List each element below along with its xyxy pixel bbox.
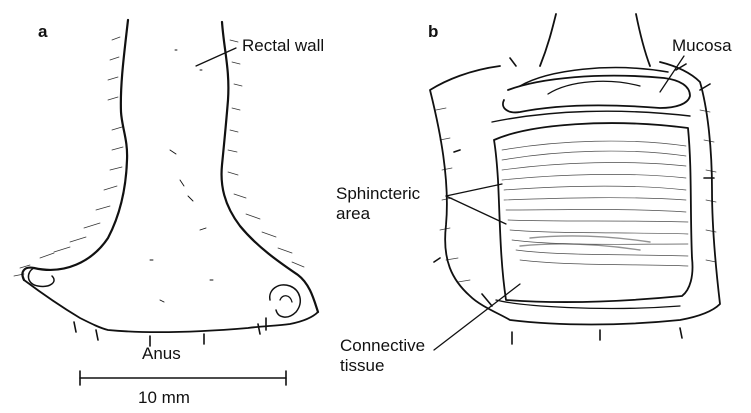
connective-leader-line (434, 284, 520, 350)
panel-a-shading-right (228, 40, 304, 267)
outer-tissue-frame (430, 62, 720, 325)
rectal-tube-stub (540, 14, 650, 66)
panel-a-letter: a (38, 22, 47, 42)
panel-a-interior-marks (150, 50, 213, 302)
sphincteric-leader-line-2 (446, 196, 506, 224)
sphincter-fibers (502, 141, 688, 266)
rectal-wall-label: Rectal wall (242, 36, 324, 56)
panel-a-specimen (14, 20, 318, 385)
sphincteric-area-label-line2: area (336, 204, 370, 224)
anal-fold-right (270, 285, 301, 317)
connective-tissue-label-line2: tissue (340, 356, 384, 376)
sphincteric-leader-line-1 (446, 184, 502, 196)
sphincteric-area-label-line1: Sphincteric (336, 184, 420, 204)
panel-b-specimen (430, 14, 720, 350)
rectal-wall-right-edge (222, 22, 318, 312)
panel-b-letter: b (428, 22, 438, 42)
rectal-wall-leader-line (196, 48, 236, 66)
sphincter-body (494, 123, 693, 302)
mucosa-label: Mucosa (672, 36, 732, 56)
scale-bar-label: 10 mm (138, 388, 190, 408)
connective-tissue-label-line1: Connective (340, 336, 425, 356)
mucosa-leader-line (660, 56, 684, 92)
anus-label: Anus (142, 344, 181, 364)
scale-bar (80, 371, 286, 385)
